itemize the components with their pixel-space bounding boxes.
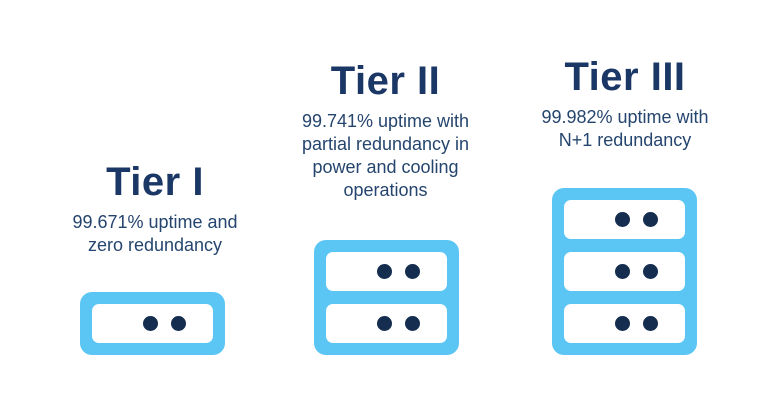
drive-indicator-dot: [615, 316, 630, 331]
tier1-text-block: Tier I 99.671% uptime and zero redundanc…: [55, 161, 255, 257]
server-unit: [92, 304, 213, 343]
drive-indicator-dot: [643, 316, 658, 331]
drive-indicator-dots: [615, 264, 658, 279]
server-unit: [564, 304, 685, 343]
tier1-description: 99.671% uptime and zero redundancy: [72, 212, 238, 255]
tier2-description: 99.741% uptime with partial redundancy i…: [301, 111, 470, 200]
drive-indicator-dot: [377, 316, 392, 331]
drive-indicator-dot: [143, 316, 158, 331]
drive-indicator-dot: [405, 316, 420, 331]
server-unit: [326, 252, 447, 291]
drive-indicator-dot: [643, 212, 658, 227]
tier3-server-icon: [552, 188, 697, 355]
drive-indicator-dot: [643, 264, 658, 279]
drive-indicator-dots: [615, 212, 658, 227]
server-unit: [564, 200, 685, 239]
drive-indicator-dot: [615, 212, 630, 227]
drive-indicator-dots: [143, 316, 186, 331]
tier1-server-icon: [80, 292, 225, 355]
drive-indicator-dots: [377, 316, 420, 331]
tier3-description: 99.982% uptime with N+1 redundancy: [541, 107, 709, 150]
tier2-server-icon: [314, 240, 459, 355]
tier3-text-block: Tier III 99.982% uptime with N+1 redunda…: [518, 56, 732, 152]
drive-indicator-dot: [405, 264, 420, 279]
tier1-title: Tier I: [106, 160, 204, 204]
drive-indicator-dot: [171, 316, 186, 331]
drive-indicator-dots: [377, 264, 420, 279]
drive-indicator-dots: [615, 316, 658, 331]
tier2-text-block: Tier II 99.741% uptime with partial redu…: [283, 60, 488, 202]
tier2-title: Tier II: [330, 59, 441, 103]
server-unit: [564, 252, 685, 291]
server-unit: [326, 304, 447, 343]
drive-indicator-dot: [615, 264, 630, 279]
drive-indicator-dot: [377, 264, 392, 279]
tier3-title: Tier III: [564, 55, 686, 99]
